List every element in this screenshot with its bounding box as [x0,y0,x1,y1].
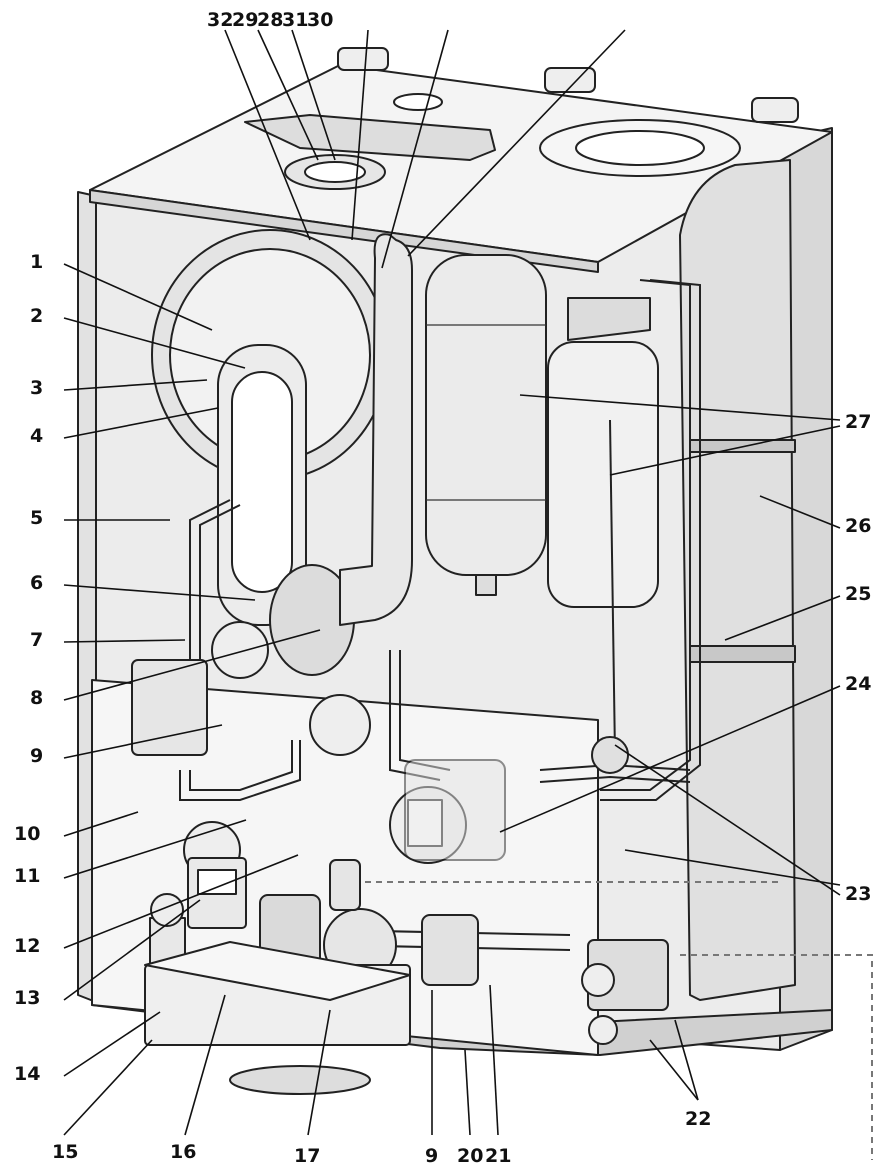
callout-29: 29 [232,9,258,31]
expansion-vessels [425,254,659,608]
lid-front-edge [89,189,599,273]
heat-exchanger [151,229,389,676]
burner-window [231,371,293,593]
callout-10: 10 [14,823,40,845]
leader-lines [63,29,841,1136]
diverter-valve-upper [211,621,269,679]
callout-16: 16 [170,1141,196,1163]
lid-port [393,93,443,111]
ignition-unit [329,859,361,911]
sensor-filter-cap [150,893,184,927]
callout-28: 28 [257,9,283,31]
callout-2: 2 [30,305,43,327]
callout-23: 23 [845,883,871,905]
lid-recess [244,114,496,161]
callout-14: 14 [14,1063,40,1085]
pump-body [404,759,506,861]
callout-31: 31 [282,9,308,31]
callout-1: 1 [30,251,43,273]
vessel-bracket [567,297,651,341]
callout-labels: 32 29 28 31 30 1 2 3 4 5 6 7 8 9 10 11 1… [14,9,871,1167]
control-box-lid [144,941,411,1001]
expansion-vessel-nipple [475,574,497,596]
siphon [229,1065,371,1095]
hot-water-cylinder [679,159,796,1001]
callout-5: 5 [30,507,43,529]
flue-collar-inner [304,161,366,183]
callout-30: 30 [307,9,333,31]
callout-6: 6 [30,572,43,594]
callout-11: 11 [14,865,40,887]
drain-cock [591,736,629,774]
lifting-handle-left [337,47,389,71]
callout-27: 27 [845,411,871,433]
callout-4: 4 [30,425,43,447]
expansion-vessel-secondary [547,341,659,608]
cylinder-body [679,159,796,1001]
callout-13: 13 [14,987,40,1009]
callout-22: 22 [685,1108,711,1130]
flue-pipe [339,233,413,626]
callout-9: 9 [30,745,43,767]
callout-24: 24 [845,673,871,695]
callout-20: 20 [457,1145,483,1167]
callout-9-bottom: 9 [425,1145,438,1167]
cylinder-band [689,645,796,663]
callout-25: 25 [845,583,871,605]
callout-21: 21 [485,1145,511,1167]
expansion-vessel-primary [425,254,547,576]
cylinder-top-inner [575,130,705,166]
lifting-handle-right [751,97,799,123]
callout-12: 12 [14,935,40,957]
outlet-valve-a [581,963,615,997]
callout-26: 26 [845,515,871,537]
callout-15: 15 [52,1141,78,1163]
callout-7: 7 [30,629,43,651]
callout-8: 8 [30,687,43,709]
dashed-outline [365,881,873,1160]
callout-32: 32 [207,9,233,31]
outlet-valve-b [588,1015,618,1045]
pump-head-upper [309,694,371,756]
callout-17: 17 [294,1145,320,1167]
secondary-valve [421,914,479,986]
callout-3: 3 [30,377,43,399]
